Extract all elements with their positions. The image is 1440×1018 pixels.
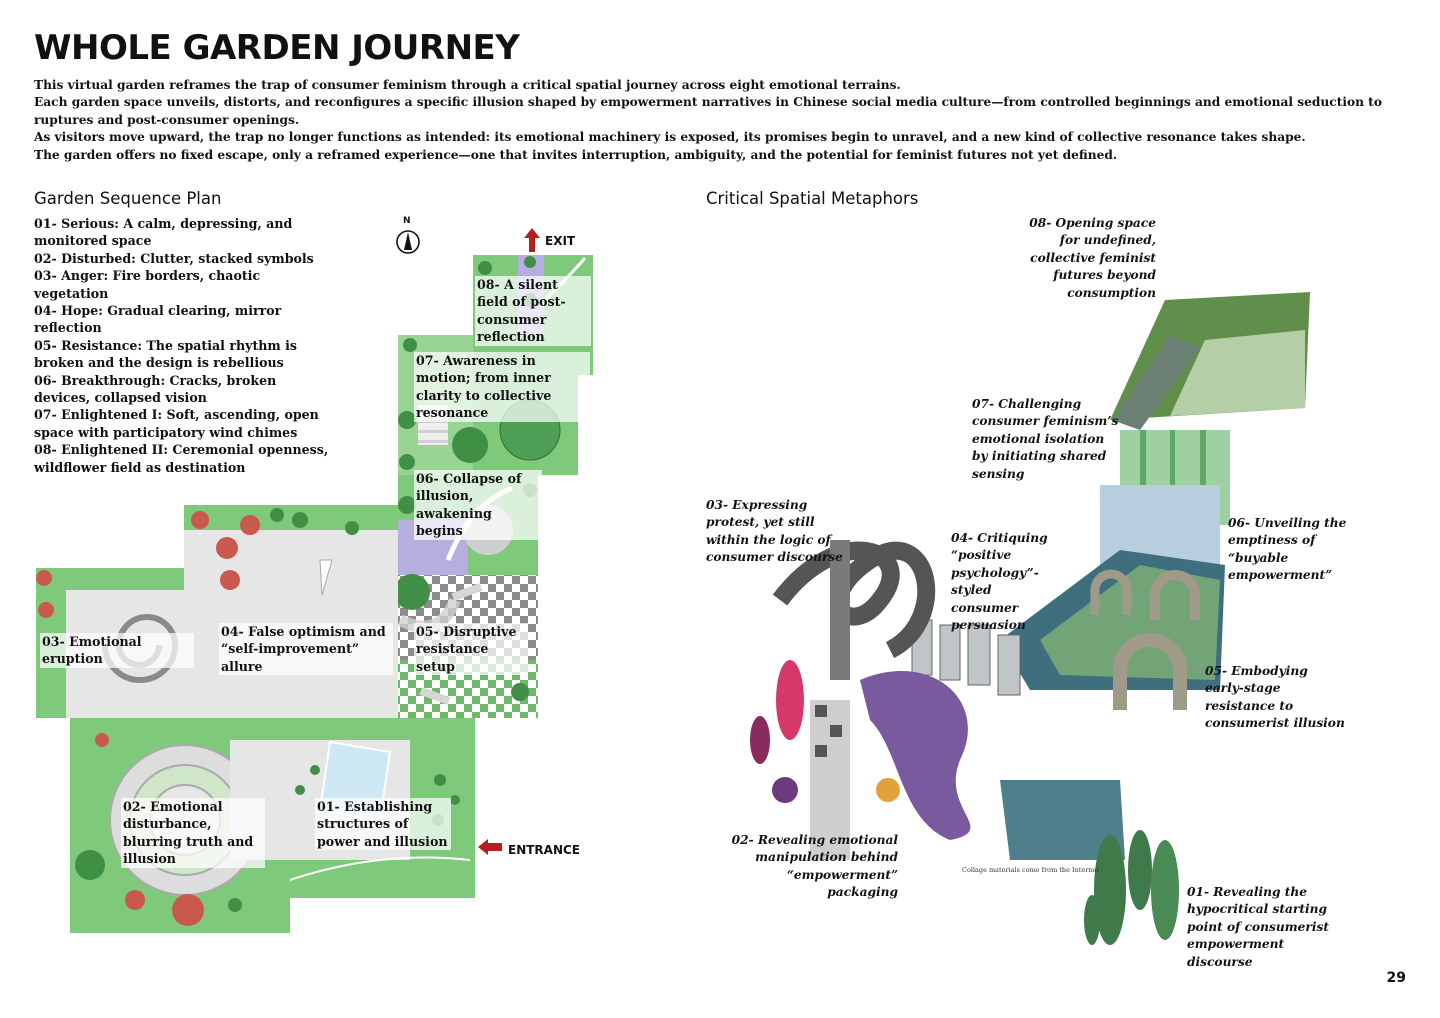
plan-legend: 01- Serious: A calm, depressing, and mon…	[34, 215, 334, 476]
legend-item: 02- Disturbed: Clutter, stacked symbols	[34, 250, 314, 266]
intro-line: Each garden space unveils, distorts, and…	[34, 95, 1382, 127]
legend-item: 03- Anger: Fire borders, chaotic vegetat…	[34, 268, 261, 301]
entrance-arrow-icon	[478, 839, 502, 855]
page-title: WHOLE GARDEN JOURNEY	[34, 28, 520, 68]
plan-heading: Garden Sequence Plan	[34, 189, 222, 208]
zone-02-label: 02- Emotional disturbance, blurring trut…	[121, 798, 265, 868]
north-label: N	[403, 216, 411, 226]
legend-item: 05- Resistance: The spatial rhythm is br…	[34, 337, 298, 371]
legend-item: 01- Serious: A calm, depressing, and mon…	[34, 216, 293, 249]
legend-item: 07- Enlightened I: Soft, ascending, open…	[34, 407, 319, 440]
intro-line: The garden offers no fixed escape, only …	[34, 147, 1118, 162]
metaphor-06-label: 06- Unveiling the emptiness of “buyable …	[1228, 516, 1347, 583]
entrance-label: ENTRANCE	[508, 843, 580, 857]
metaphor-01-label: 01- Revealing the hypocritical starting …	[1187, 885, 1329, 969]
legend-item: 06- Breakthrough: Cracks, broken devices…	[34, 372, 277, 406]
topiary-image	[1094, 835, 1126, 945]
metaphor-07-label: 07- Challenging consumer feminism’s emot…	[972, 397, 1119, 481]
exit-label: EXIT	[545, 234, 576, 248]
arch-icon	[1150, 570, 1200, 620]
exit-arrow-icon	[524, 228, 540, 252]
legend-item: 04- Hope: Gradual clearing, mirror refle…	[34, 303, 282, 336]
blob-image	[776, 660, 804, 740]
legend-item: 08- Enlightened II: Ceremonial openness,…	[34, 442, 329, 475]
mirror-panel	[939, 624, 961, 681]
zone-03-label: 03- Emotional eruption	[40, 633, 194, 668]
zone-08-label: 08- A silent field of post-consumer refl…	[475, 276, 591, 346]
purple-form-image	[860, 671, 971, 840]
metaphor-02-label: 02- Revealing emotional manipulation beh…	[731, 833, 898, 900]
page-number: 29	[1386, 970, 1406, 986]
metaphor-05-label: 05- Embodying early-stage resistance to …	[1205, 664, 1345, 731]
metaphor-collage	[750, 292, 1310, 945]
zone-06-label: 06- Collapse of illusion, awakening begi…	[414, 470, 542, 540]
arch-icon	[1090, 569, 1132, 615]
intro-line: As visitors move upward, the trap no lon…	[34, 130, 1306, 145]
zone-04-label: 04- False optimism and “self-improvement…	[219, 623, 393, 676]
metaphors-heading: Critical Spatial Metaphors	[706, 189, 919, 208]
north-arrow-icon	[396, 230, 420, 254]
metaphor-08-label: 08- Opening space for undefined, collect…	[1029, 216, 1156, 300]
zone-07-label: 07- Awareness in motion; from inner clar…	[414, 352, 590, 422]
metaphor-03-label: 03- Expressing protest, yet still within…	[706, 498, 843, 565]
arch-icon	[1113, 633, 1187, 710]
mirror-panel	[997, 634, 1021, 696]
metaphor-04-label: 04- Critiquing “positive psychology”-sty…	[951, 531, 1048, 633]
intro-line: This virtual garden reframes the trap of…	[34, 78, 901, 92]
zone-01-label: 01- Establishing structures of power and…	[315, 798, 451, 851]
mirror-panel	[967, 624, 991, 686]
intro-text: This virtual garden reframes the trap of…	[34, 77, 1394, 164]
zone-05-label: 05- Disruptive resistance setup	[414, 623, 528, 676]
garden-site-plan	[36, 228, 593, 933]
collage-credit: Collage materials come from the Internet	[962, 866, 1099, 874]
